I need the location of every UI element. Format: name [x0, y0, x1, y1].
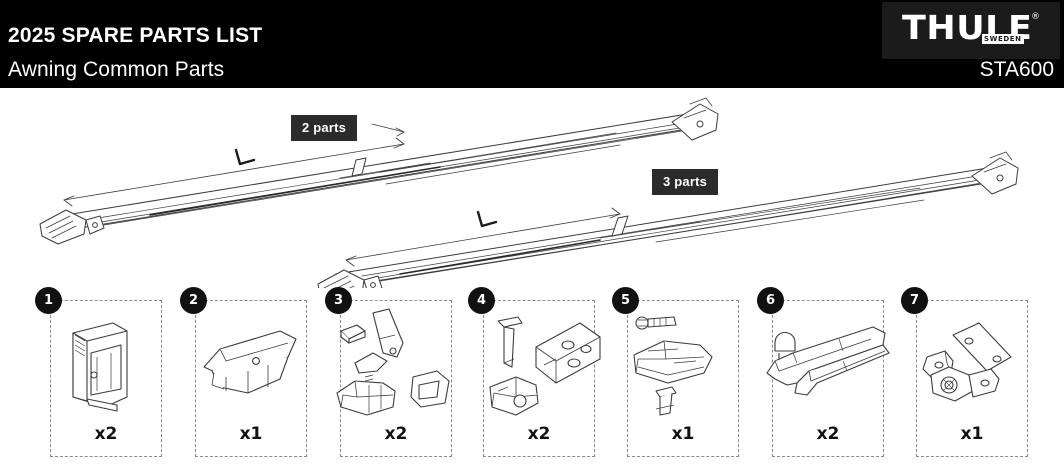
part-number-badge-3: 3: [325, 287, 352, 314]
part-box-7[interactable]: 7 x1: [901, 287, 1028, 457]
part-box-3[interactable]: 3: [325, 287, 452, 457]
thule-logo: THULE SWEDEN ®: [882, 2, 1060, 59]
part-box-6[interactable]: 6 x2: [757, 287, 890, 457]
part-box-1[interactable]: 1 x2: [35, 287, 162, 457]
part-number-badge-4: 4: [468, 287, 495, 314]
part-box-4[interactable]: 4 x2: [468, 287, 601, 457]
part-quantity-2: x1: [239, 424, 263, 444]
part-art-mounting-foot-clamp: [203, 330, 297, 394]
part-box-5[interactable]: 5 x1: [612, 287, 739, 457]
callout-3-parts: 3 parts: [652, 169, 719, 195]
part-art-pin-plate-bracket: [489, 316, 601, 416]
part-quantity-5: x1: [671, 424, 695, 444]
part-number-badge-7: 7: [901, 287, 928, 314]
logo-tagline: SWEDEN: [982, 34, 1024, 44]
part-quantity-1: x2: [94, 424, 118, 444]
logo-lockup: THULE SWEDEN ®: [902, 11, 1042, 51]
product-code: STA600: [979, 58, 1054, 81]
part-quantity-4: x2: [527, 424, 551, 444]
part-number-badge-1: 1: [35, 287, 62, 314]
part-number-badge-2: 2: [180, 287, 207, 314]
parts-list: 1 x2 2: [0, 287, 1064, 476]
awning-arm-diagram: 2 parts 3 parts: [0, 88, 1064, 288]
page-subtitle: Awning Common Parts: [8, 58, 225, 81]
part-quantity-7: x1: [960, 424, 984, 444]
part-quantity-6: x2: [816, 424, 840, 444]
part-art-lock-housing-bracket: [72, 322, 128, 412]
callout-2-parts: 2 parts: [291, 115, 358, 141]
page-header: 2025 SPARE PARTS LIST Awning Common Part…: [0, 0, 1064, 88]
part-art-screw-knuckle-pin: [633, 316, 713, 416]
part-art-hinge-plate-set: [922, 322, 1012, 402]
page-title: 2025 SPARE PARTS LIST: [8, 24, 263, 47]
registered-trademark-icon: ®: [1031, 12, 1040, 22]
part-box-2[interactable]: 2 x1: [180, 287, 307, 457]
part-art-tension-rod-cap: [766, 326, 890, 396]
part-art-arm-joint-assembly: [336, 308, 450, 416]
part-number-badge-6: 6: [757, 287, 784, 314]
arm-illustration: [39, 97, 1019, 288]
part-quantity-3: x2: [384, 424, 408, 444]
part-number-badge-5: 5: [612, 287, 639, 314]
